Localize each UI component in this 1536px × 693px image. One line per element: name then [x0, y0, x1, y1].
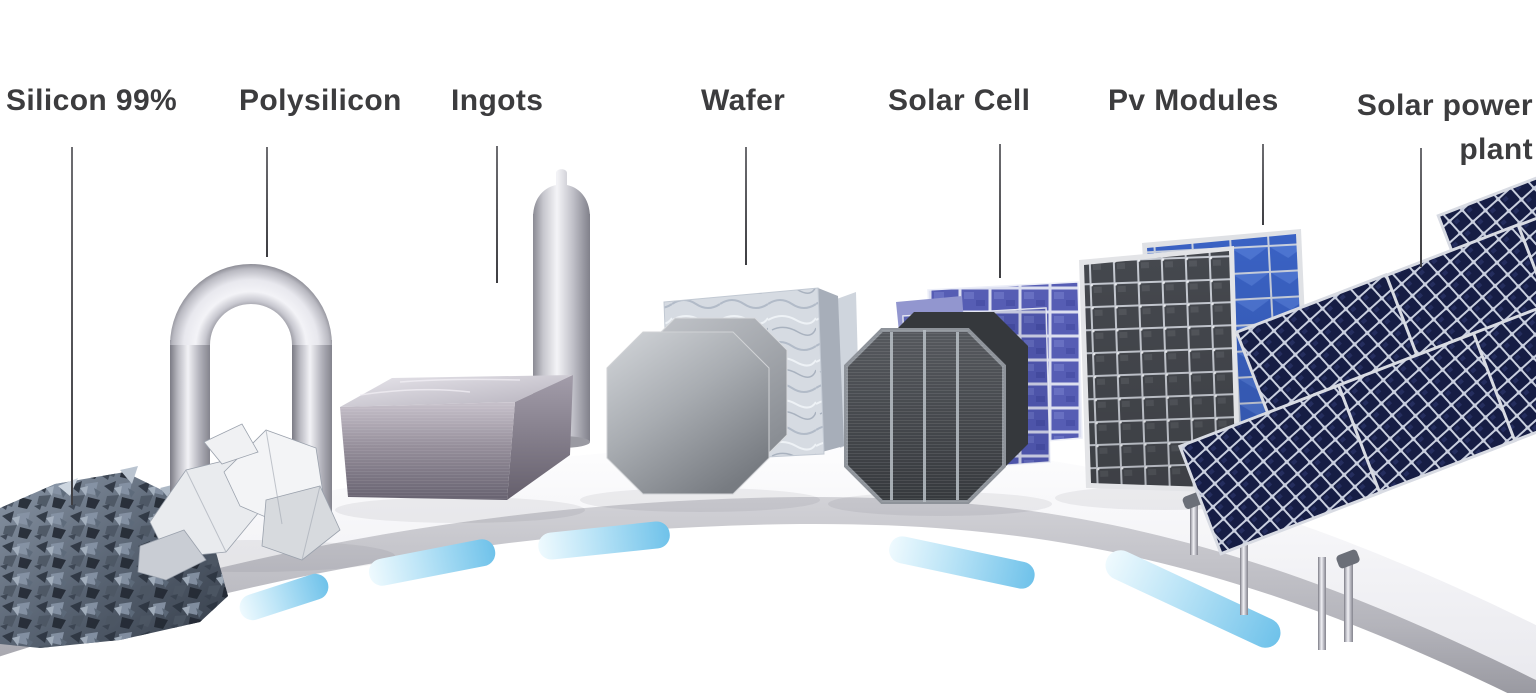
stage-label-pv-modules: Pv Modules: [1108, 84, 1279, 117]
polysilicon-chunks-illustration: [137, 423, 341, 581]
stage-label-solar-power-plant: Solar power plant: [1356, 89, 1533, 166]
leader-line-wafer: [745, 147, 747, 265]
ingot-block-illustration: [340, 375, 573, 500]
stage-label-ingots: Ingots: [451, 84, 544, 117]
leader-line-ingots: [496, 146, 498, 283]
solar-cell-illustration: [844, 281, 1083, 504]
stage-label-wafer: Wafer: [701, 84, 786, 117]
leader-line-silicon: [71, 147, 73, 505]
leader-line-polysilicon: [266, 147, 268, 257]
wafer-illustration: [606, 287, 860, 495]
leader-line-pv-modules: [1262, 144, 1264, 225]
stage-label-polysilicon: Polysilicon: [239, 84, 402, 117]
blue-swoosh-strokes: [239, 521, 1281, 648]
stage-label-solar-cell: Solar Cell: [888, 84, 1031, 117]
leader-line-solar-cell: [999, 144, 1001, 278]
leader-line-solar-power-plant: [1420, 148, 1422, 267]
solar-power-plant-illustration: [1177, 158, 1536, 650]
stage-label-silicon: Silicon 99%: [6, 84, 178, 117]
